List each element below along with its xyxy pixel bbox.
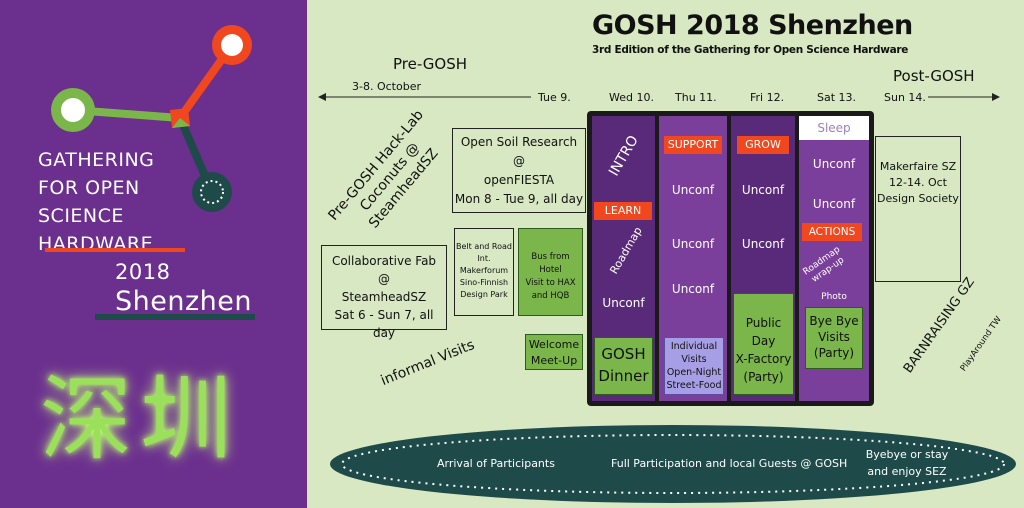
logo-line-4: HARDWARE [38,233,154,255]
post-gosh-label: Post-GOSH [893,67,975,85]
informal-visits-text: informal Visits [378,336,477,390]
hacklab-text: Pre-GOSH Hack-Lab Coconuts @ SteamheadSZ [311,91,468,264]
makerfaire-line-2: 12-14. Oct [889,176,947,189]
makerfaire-line-3: Design Society [877,192,959,205]
welcome-line-2: Meet-Up [530,354,578,367]
visits-line-3: Open-Night [666,367,722,378]
visits-line-2: Visits [681,354,707,365]
day-sun: Sun 14. [884,91,926,104]
belt-road-line-3: Sino-Finnish [459,278,509,287]
public-line-2: X-Factory [735,352,792,366]
dinner-line-2: Dinner [598,367,649,385]
visits-line-1: Individual [670,341,718,352]
banner-bye: Byebye or stay and enjoy SEZ [862,446,952,480]
page-subtitle: 3rd Edition of the Gathering for Open Sc… [592,44,909,56]
unconf-sat-2: Unconf [812,197,856,211]
open-soil-line-3: openFIESTA [483,173,555,187]
sleep-box: Sleep [799,116,869,140]
bus-line-1: Bus from Hotel [531,252,570,275]
collab-fab-line-2: @ [378,272,390,286]
logo-line-2: FOR OPEN [38,177,140,199]
banner-bye-line-1: Byebye or stay [865,448,949,461]
day-sat: Sat 13. [817,91,857,104]
unconf-fri-1: Unconf [741,183,785,197]
day-tue: Tue 9. [538,91,571,104]
logo-line-1: GATHERING [38,149,155,171]
timeline-banner [330,425,1016,503]
makerfaire-box: Makerfaire SZ 12-14. Oct Design Society [875,136,961,282]
logo-year: 2018 [115,260,171,284]
page-title: GOSH 2018 Shenzhen [592,10,913,41]
bus-box: Bus from Hotel Visit to HAX and HQB [518,228,583,316]
logo-underline-red [45,248,185,252]
belt-road-box: Belt and Road Int. Makerforum Sino-Finni… [454,228,514,316]
bus-line-2: Visit to HAX [525,278,576,288]
dinner-line-1: GOSH [601,345,646,363]
logo-underline-dark [95,314,255,320]
post-gosh-arrow [928,93,1000,101]
gosh-dinner-box: GOSH Dinner [594,337,653,395]
banner-full-participation: Full Participation and local Guests @ GO… [611,457,848,470]
bus-line-3: and HQB [531,291,570,301]
unconf-wed: Unconf [602,296,645,310]
public-day-box: Public Day X-Factory (Party) [733,293,794,395]
open-soil-box: Open Soil Research @ openFIESTA Mon 8 - … [452,128,586,213]
pre-gosh-arrow [318,93,531,101]
pre-gosh-label: Pre-GOSH [393,55,468,73]
banner-arrival: Arrival of Participants [437,457,555,470]
individual-visits-box: Individual Visits Open-Night Street-Food [664,337,724,395]
unconf-fri-2: Unconf [741,237,785,251]
grow-tag: GROW [737,136,789,154]
pre-gosh-dates: 3-8. October [352,80,421,93]
visits-line-4: Street-Food [666,380,722,391]
logo-line-3: SCIENCE [38,205,124,227]
collab-fab-line-1: Collaborative Fab [331,254,437,268]
collab-fab-line-4: Sat 6 - Sun 7, all day [334,308,434,340]
belt-road-line-2: Int. Makerforum [459,254,509,275]
open-soil-line-4: Mon 8 - Tue 9, all day [454,192,584,206]
actions-tag: ACTIONS [802,223,862,241]
gosh-logo-graphic [51,25,252,212]
unconf-thu-2: Unconf [671,237,715,251]
unconf-thu-1: Unconf [671,183,715,197]
day-wed: Wed 10. [609,91,654,104]
open-soil-line-2: @ [513,154,525,168]
logo-city: Shenzhen [115,286,252,317]
welcome-meetup-box: Welcome Meet-Up [525,334,583,370]
unconf-sat-1: Unconf [812,157,856,171]
open-soil-line-1: Open Soil Research [460,135,578,149]
byebye-line-2: Visits [818,330,850,344]
unconf-thu-3: Unconf [671,282,715,296]
logo-panel: GATHERING FOR OPEN SCIENCE HARDWARE 2018… [0,0,307,508]
photo-label: Photo [821,292,847,302]
byebye-line-3: (Party) [813,346,855,360]
collab-fab-box: Collaborative Fab @ SteamheadSZ Sat 6 - … [321,245,447,340]
public-line-3: (Party) [743,370,784,384]
playaround-text: PlayAround TW [958,314,1004,374]
banner-bye-line-2: and enjoy SEZ [867,465,947,478]
day-thu: Thu 11. [675,91,717,104]
byebye-visits-box: Bye Bye Visits (Party) [805,307,863,369]
chinese-characters: 深圳 [40,366,241,473]
learn-tag: LEARN [594,202,652,220]
support-tag: SUPPORT [664,136,722,154]
byebye-line-1: Bye Bye [809,314,859,328]
hacklab-line-2: Coconuts @ [357,139,423,215]
welcome-line-1: Welcome [528,338,580,351]
belt-road-line-1: Belt and Road [456,242,512,251]
day-fri: Fri 12. [750,91,785,104]
collab-fab-line-3: SteamheadSZ [341,290,427,304]
makerfaire-line-1: Makerfaire SZ [879,160,957,173]
public-line-1: Public Day [745,316,782,348]
belt-road-line-4: Design Park [460,290,508,299]
